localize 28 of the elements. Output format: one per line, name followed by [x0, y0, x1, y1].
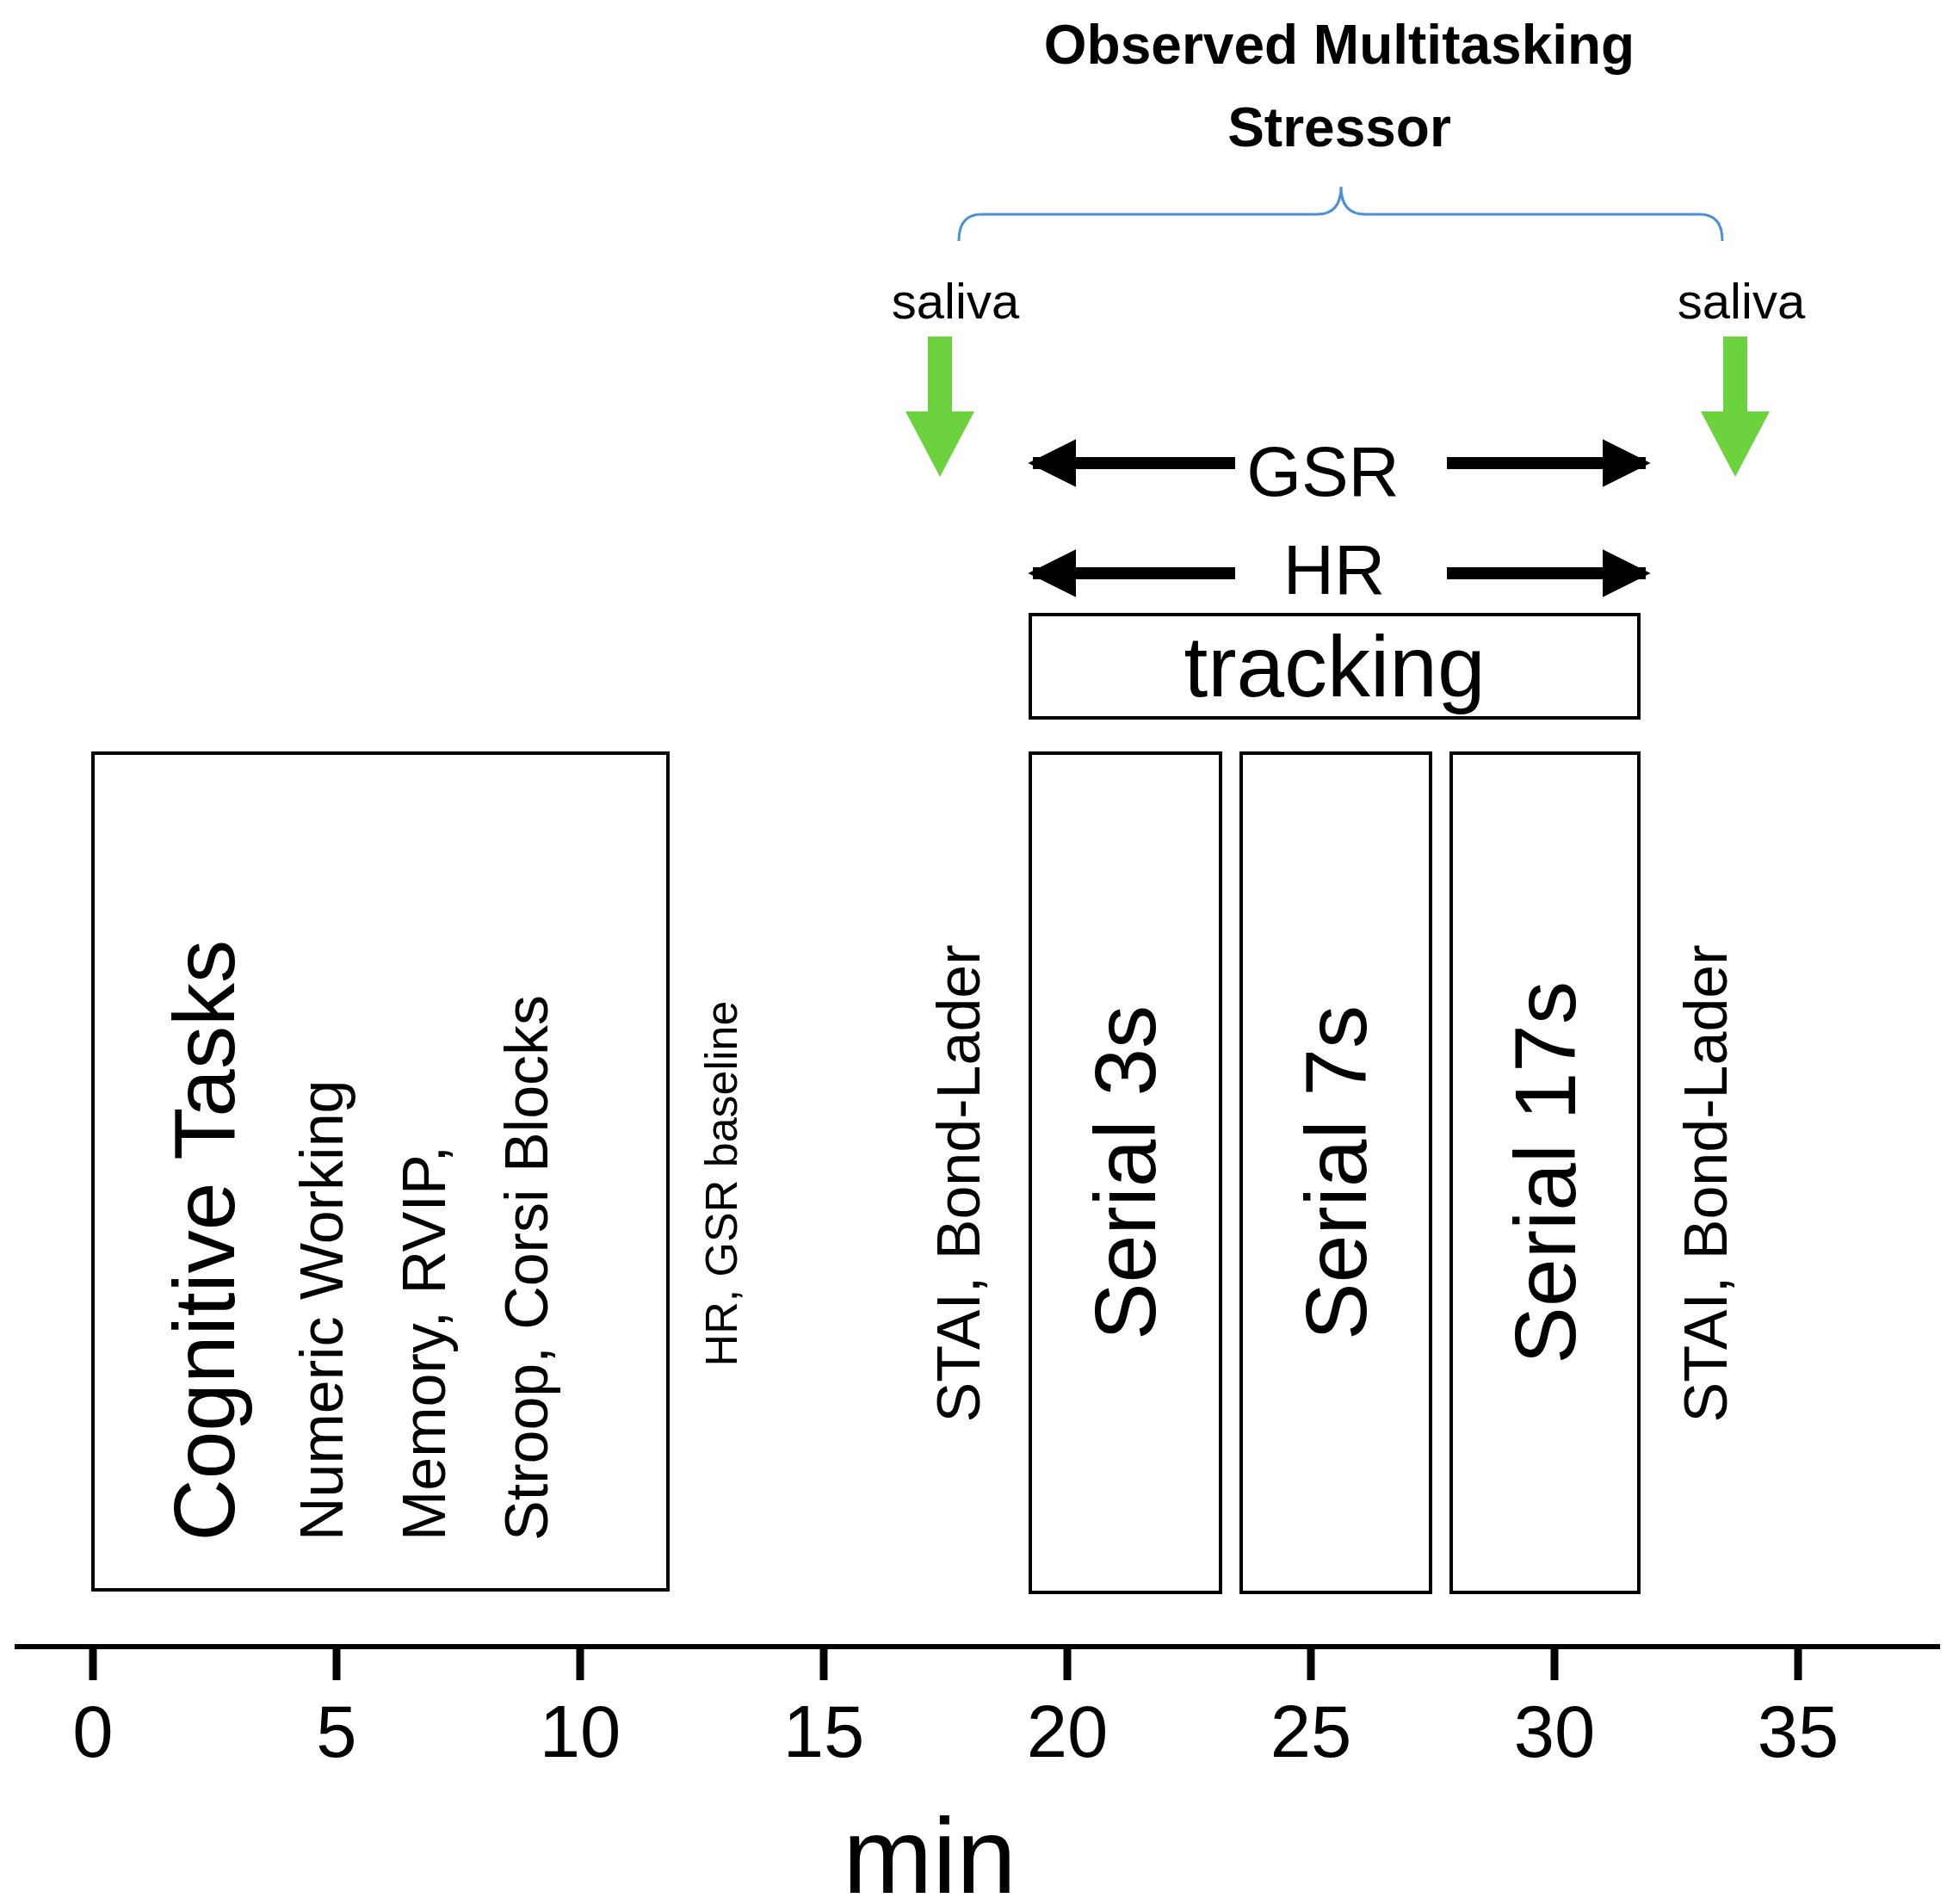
tick-label: 15 [782, 1690, 865, 1774]
measure-label: HR [1282, 529, 1386, 610]
bracket-label: Observed Multitasking Stressor [1042, 13, 1636, 160]
task-box [1239, 751, 1432, 1594]
task-bar [1029, 613, 1641, 720]
measure-label: HR, GSR baseline [696, 1000, 748, 1367]
questionnaire-label: STAI, Bond-Lader [924, 944, 993, 1423]
task-box [1029, 751, 1222, 1594]
task-label: Serial 7s [1286, 1005, 1385, 1341]
sample-label: saliva [891, 272, 1020, 331]
questionnaire-label: STAI, Bond-Lader [1671, 944, 1740, 1423]
task-box [1449, 751, 1641, 1594]
task-box [91, 751, 670, 1592]
task-label: Serial 17s [1495, 981, 1594, 1364]
tick-label: 30 [1513, 1690, 1596, 1774]
tick-label: 20 [1026, 1690, 1109, 1774]
measure-label: GSR [1246, 430, 1400, 512]
tick-label: 35 [1757, 1690, 1839, 1774]
task-list: Numeric Working Memory, RVIP, Stroop, Corsi Blocks [271, 955, 578, 1541]
task-heading: Cognitive Tasks [155, 939, 253, 1541]
sample-label: saliva [1677, 272, 1806, 331]
tick-label: 0 [72, 1690, 114, 1774]
tick-label: 10 [539, 1690, 621, 1774]
task-label: Serial 3s [1076, 1005, 1174, 1341]
task-label: tracking [1184, 616, 1486, 716]
axis-title: min [843, 1795, 1017, 1904]
tick-label: 25 [1270, 1690, 1352, 1774]
tick-label: 5 [316, 1690, 357, 1774]
